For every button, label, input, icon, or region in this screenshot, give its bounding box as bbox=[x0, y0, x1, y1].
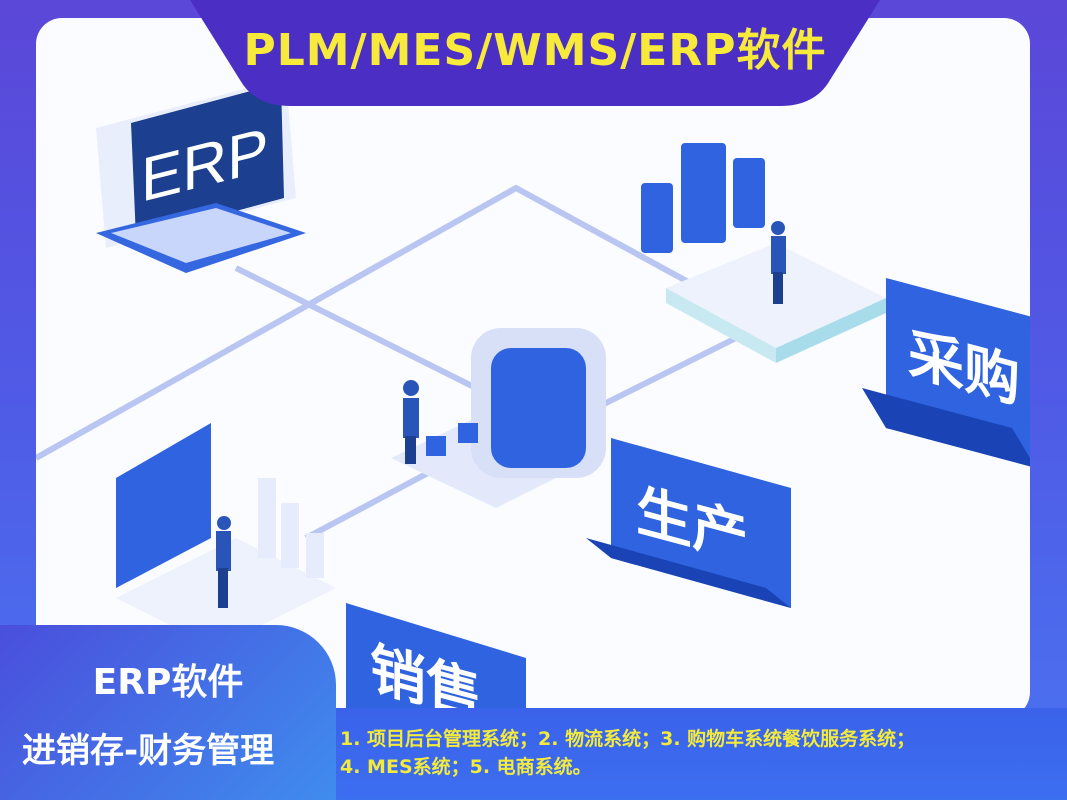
feature-list: 1. 项目后台管理系统；2. 物流系统；3. 购物车系统餐饮服务系统； 4. M… bbox=[336, 708, 1067, 800]
product-subtitle: 进销存-财务管理 bbox=[22, 731, 275, 771]
illustration-card: ERP 采 bbox=[36, 18, 1030, 718]
product-panel: ERP软件 进销存-财务管理 bbox=[0, 625, 336, 800]
feature-line-1: 1. 项目后台管理系统；2. 物流系统；3. 购物车系统餐饮服务系统； bbox=[340, 728, 916, 750]
isometric-illustration: ERP bbox=[36, 78, 1030, 718]
monitor-erp: ERP bbox=[96, 78, 306, 273]
product-title: ERP软件 bbox=[92, 662, 244, 703]
feature-line-2: 4. MES系统；5. 电商系统。 bbox=[340, 756, 592, 778]
page-title: PLM/MES/WMS/ERP软件 bbox=[243, 25, 827, 76]
title-banner: PLM/MES/WMS/ERP软件 bbox=[190, 0, 880, 106]
